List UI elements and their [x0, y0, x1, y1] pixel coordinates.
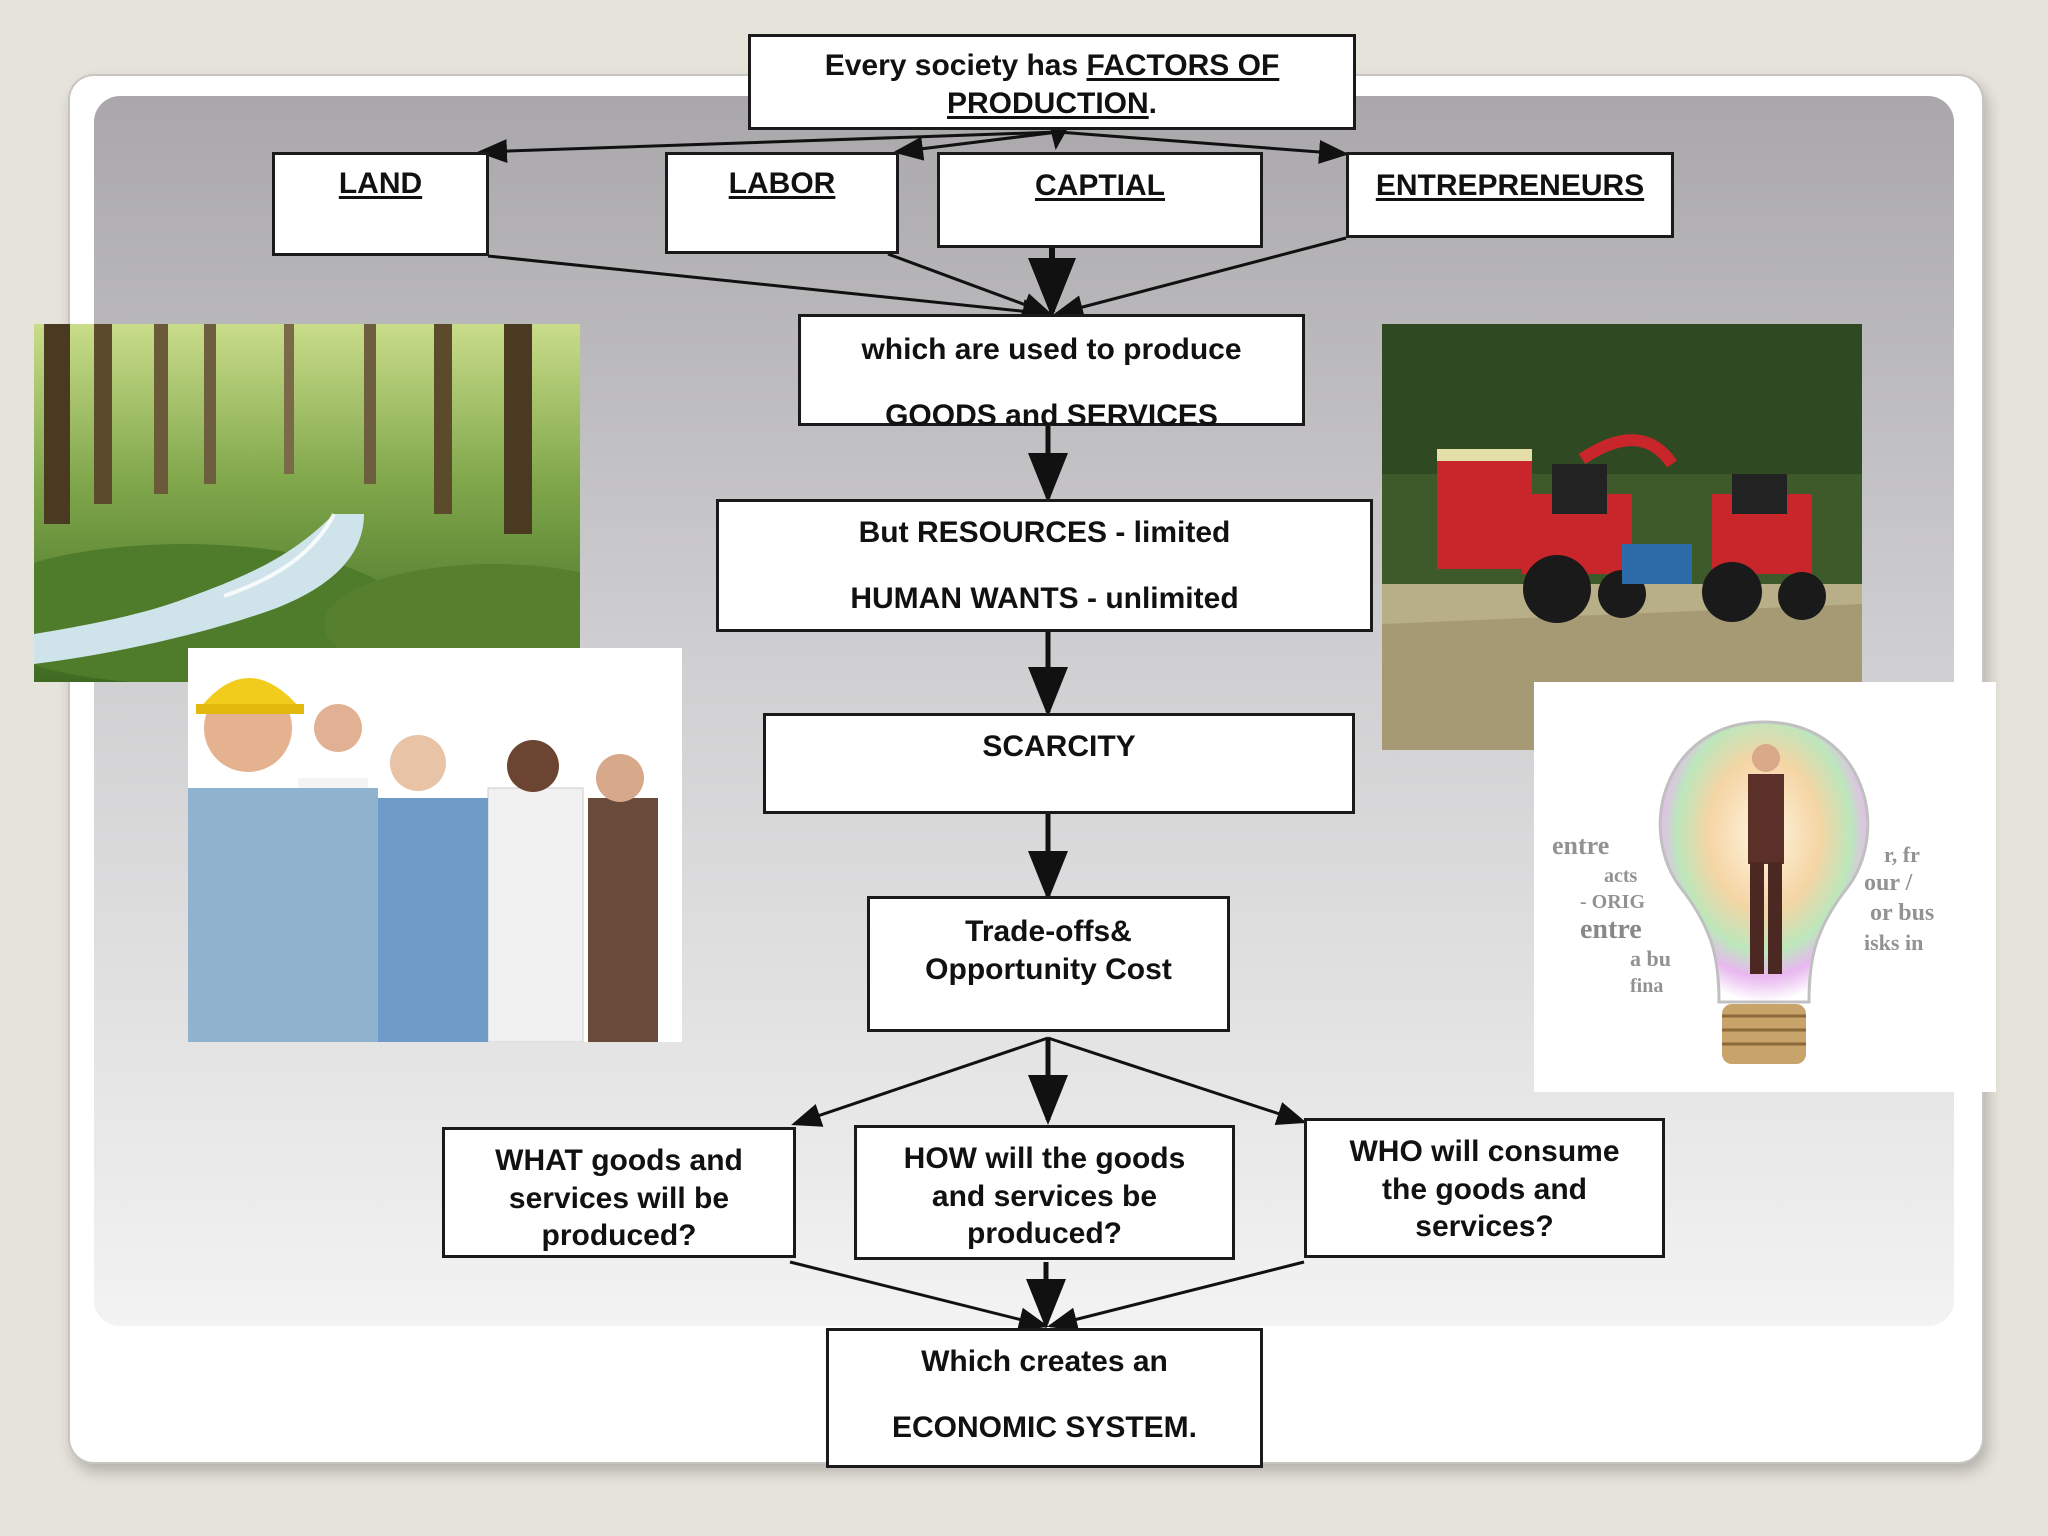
svg-text:a bu: a bu: [1630, 946, 1671, 971]
svg-text:fina: fina: [1630, 975, 1663, 997]
tradeoffs-opportunity-cost-box: Trade-offs& Opportunity Cost: [867, 896, 1230, 1032]
who-question-box: WHO will consume the goods and services?: [1304, 1118, 1665, 1258]
arrow-labor-to-produce: [887, 252, 1053, 316]
resources-wants-box: But RESOURCES - limited HUMAN WANTS - un…: [716, 499, 1373, 632]
lightbulb-businessman-photo: entre acts - ORIG entre a bu fina r, fr …: [1534, 682, 1996, 1092]
labor-box: LABOR: [665, 152, 899, 254]
land-box: LAND: [272, 152, 489, 256]
svg-text:r, fr: r, fr: [1884, 842, 1920, 867]
bulb-text-1: entre: [1552, 831, 1609, 860]
arrow-title-to-land: [477, 130, 1059, 164]
arrow-title-to-entrepreneurs: [1057, 130, 1349, 164]
svg-text:isks in: isks in: [1864, 930, 1923, 955]
scarcity-box: SCARCITY: [763, 713, 1355, 814]
title-box-factors-of-production: Every society has FACTORS OF PRODUCTION.: [748, 34, 1356, 130]
arrow-title-to-capital: [1047, 118, 1072, 150]
produce-goods-services-box: which are used to produce GOODS and SERV…: [798, 314, 1305, 432]
forest-stream-photo: [34, 324, 580, 682]
svg-text:entre: entre: [1580, 914, 1642, 945]
how-question-box: HOW will the goods and services be produ…: [854, 1125, 1235, 1260]
arrow-land-to-produce: [487, 254, 1053, 324]
arrow-tradeoffs-to-what: [791, 1036, 1049, 1127]
arrow-tradeoffs-to-who: [1047, 1036, 1307, 1125]
capital-box: CAPTIAL: [937, 152, 1263, 248]
what-question-box: WHAT goods and services will be produced…: [442, 1127, 796, 1258]
arrow-what-to-system: [789, 1260, 1049, 1332]
arrow-entrepreneurs-to-produce: [1053, 236, 1347, 319]
arrow-title-to-labor: [893, 130, 1059, 161]
svg-text:or bus: or bus: [1870, 900, 1934, 926]
workers-group-photo: [188, 648, 682, 1042]
tractors-field-photo: [1382, 324, 1862, 750]
economic-system-box: Which creates an ECONOMIC SYSTEM.: [826, 1328, 1263, 1468]
arrow-who-to-system: [1047, 1260, 1305, 1332]
entrepreneurs-box: ENTREPRENEURS: [1346, 152, 1674, 238]
svg-text:our /: our /: [1864, 870, 1913, 896]
svg-text:- ORIG: - ORIG: [1580, 891, 1645, 913]
svg-text:acts: acts: [1604, 865, 1638, 887]
